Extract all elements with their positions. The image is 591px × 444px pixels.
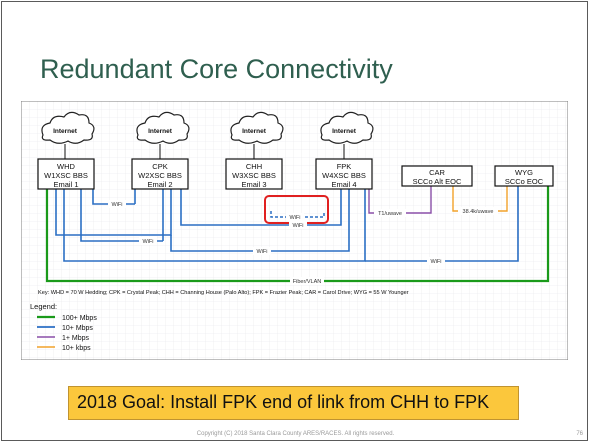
internet-cloud-2: Internet <box>136 111 190 144</box>
internet-cloud-1: Internet <box>41 111 95 144</box>
svg-text:Email 4: Email 4 <box>331 180 356 189</box>
network-diagram: Internet Internet Internet Internet Fibe… <box>21 101 568 360</box>
wifi-links-blue <box>55 184 519 262</box>
svg-text:10+ kbps: 10+ kbps <box>62 345 91 352</box>
goal-callout: 2018 Goal: Install FPK end of link from … <box>68 386 519 420</box>
svg-text:SCCo Alt EOC: SCCo Alt EOC <box>413 177 462 186</box>
svg-text:W3XSC BBS: W3XSC BBS <box>232 171 276 180</box>
internet-cloud-3: Internet <box>230 111 284 144</box>
legend-item-10kbps: 10+ kbps <box>37 345 91 352</box>
kbps-uwave-label: 38.4k/uwave <box>463 209 494 215</box>
node-cpk: CPK W2XSC BBS Email 2 <box>131 158 189 190</box>
svg-text:W2XSC BBS: W2XSC BBS <box>138 171 182 180</box>
fiber-vlan-label: Fiber/VLAN <box>293 279 321 285</box>
legend-item-100mbps: 100+ Mbps <box>37 315 97 322</box>
node-car: CAR SCCo Alt EOC <box>401 165 473 187</box>
svg-text:FPK: FPK <box>337 162 352 171</box>
svg-text:CHH: CHH <box>246 162 262 171</box>
svg-text:10+ Mbps: 10+ Mbps <box>62 325 93 332</box>
cloud-label: Internet <box>242 128 267 135</box>
page-number: 76 <box>576 431 583 437</box>
svg-text:Email 3: Email 3 <box>241 180 266 189</box>
legend-title: Legend: <box>30 302 57 311</box>
node-whd: WHD W1XSC BBS Email 1 <box>37 158 95 190</box>
diagram-frame <box>21 101 568 360</box>
svg-text:CAR: CAR <box>429 168 445 177</box>
svg-text:W1XSC BBS: W1XSC BBS <box>44 171 88 180</box>
svg-text:Email 2: Email 2 <box>147 180 172 189</box>
footer-copyright: Copyright (C) 2018 Santa Clara County AR… <box>196 431 395 437</box>
wifi-label: WiFi <box>290 215 301 221</box>
cloud-label: Internet <box>332 128 357 135</box>
svg-text:W4XSC BBS: W4XSC BBS <box>322 171 366 180</box>
svg-text:WHD: WHD <box>57 162 75 171</box>
svg-text:WYG: WYG <box>515 168 533 177</box>
cloud-label: Internet <box>148 128 173 135</box>
node-fpk: FPK W4XSC BBS Email 4 <box>315 158 373 190</box>
t1-uwave-label: T1/uwave <box>378 211 402 217</box>
wifi-label: WiFi <box>112 202 123 208</box>
svg-text:1+ Mbps: 1+ Mbps <box>62 335 90 342</box>
svg-text:SCCo EOC: SCCo EOC <box>505 177 544 186</box>
internet-cloud-4: Internet <box>320 111 374 144</box>
svg-text:100+ Mbps: 100+ Mbps <box>62 315 97 322</box>
legend-item-10mbps: 10+ Mbps <box>37 325 93 332</box>
slide-title: Redundant Core Connectivity <box>40 54 393 84</box>
wifi-label: WiFi <box>431 259 442 265</box>
svg-text:Email 1: Email 1 <box>53 180 78 189</box>
diagram-key: Key: WHD = 70 W Hedding; CPK = Crystal P… <box>38 290 409 296</box>
node-wyg: WYG SCCo EOC <box>494 165 554 187</box>
wifi-label: WiFi <box>293 223 304 229</box>
cloud-label: Internet <box>53 128 78 135</box>
wifi-label: WiFi <box>257 249 268 255</box>
node-chh: CHH W3XSC BBS Email 3 <box>225 158 283 190</box>
svg-text:CPK: CPK <box>152 162 167 171</box>
wifi-label: WiFi <box>143 239 154 245</box>
legend-item-1mbps: 1+ Mbps <box>37 335 90 342</box>
